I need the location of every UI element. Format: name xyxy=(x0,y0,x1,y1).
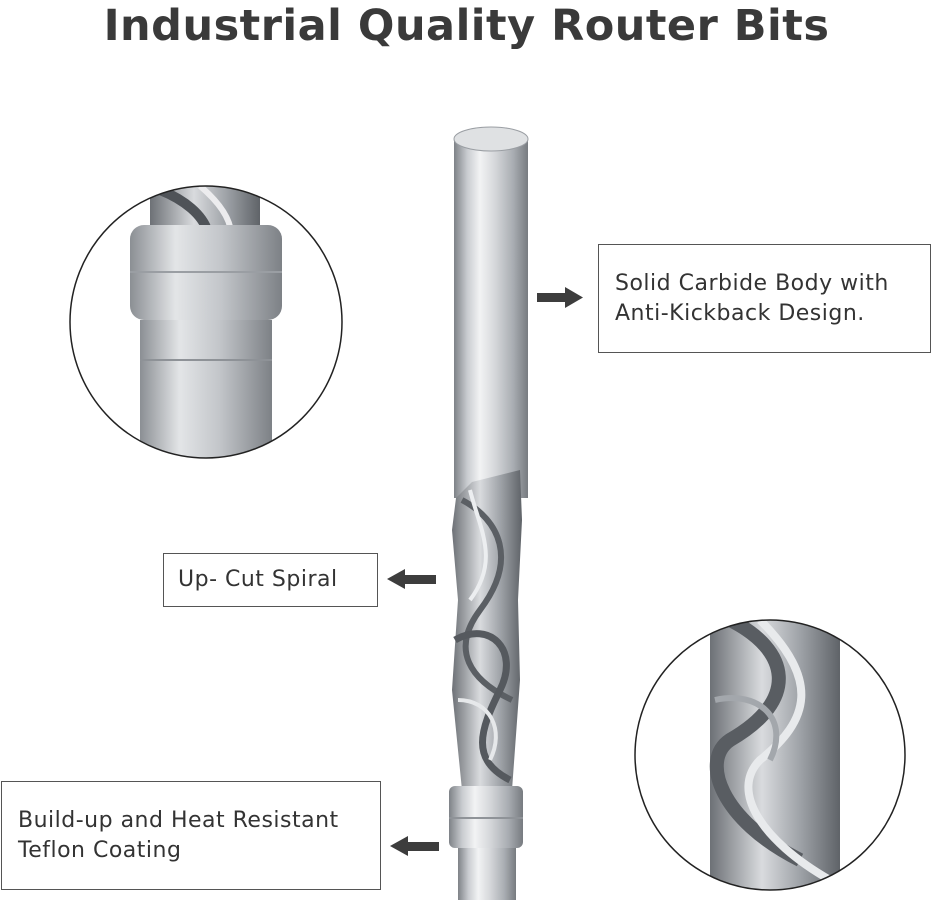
callout-carbide-body: Solid Carbide Body with Anti-Kickback De… xyxy=(598,244,931,353)
callout-text-line: Up- Cut Spiral xyxy=(178,567,338,592)
cutting-edge-closeup xyxy=(634,619,906,891)
callout-text-line: Solid Carbide Body with xyxy=(615,270,889,296)
router-bit-shank xyxy=(453,126,529,498)
router-bit-spiral-flute xyxy=(452,470,522,790)
callout-teflon-coating: Build-up and Heat Resistant Teflon Coati… xyxy=(1,781,381,890)
arrow-left-icon xyxy=(390,836,439,856)
page-title: Industrial Quality Router Bits xyxy=(103,1,830,51)
arrow-right-icon xyxy=(537,287,583,308)
callout-text-line: Anti-Kickback Design. xyxy=(615,300,865,326)
callout-up-cut-spiral: Up- Cut Spiral xyxy=(163,553,378,607)
callout-text-line: Build-up and Heat Resistant xyxy=(18,807,339,833)
callout-text-line: Teflon Coating xyxy=(18,837,182,863)
bearing-closeup xyxy=(69,185,343,459)
router-bit-bearing xyxy=(449,786,523,900)
arrow-left-icon xyxy=(387,569,436,589)
